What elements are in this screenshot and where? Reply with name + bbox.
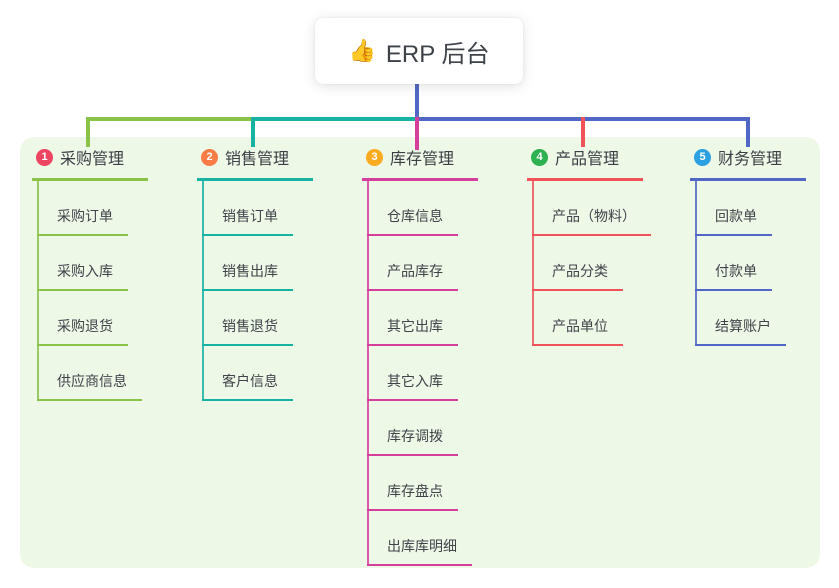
branch-finance-header[interactable]: 5 财务管理 xyxy=(690,145,806,181)
number-badge: 1 xyxy=(36,148,53,166)
leaf-node[interactable]: 销售订单 xyxy=(202,206,293,236)
root-node[interactable]: 👍 ERP 后台 xyxy=(315,18,523,84)
leaf-node[interactable]: 销售退货 xyxy=(202,316,293,346)
branch-label: 库存管理 xyxy=(390,151,455,168)
leaf-node[interactable]: 产品分类 xyxy=(532,261,623,291)
root-node-label: ERP 后台 xyxy=(385,40,490,68)
leaf-node[interactable]: 销售出库 xyxy=(202,261,293,291)
children-spine-line xyxy=(202,178,204,401)
leaf-node[interactable]: 库存盘点 xyxy=(367,481,458,511)
bus-segment-purchase xyxy=(86,117,255,121)
children-spine-line xyxy=(532,178,534,346)
children-spine-line xyxy=(37,178,39,401)
leaf-node[interactable]: 供应商信息 xyxy=(37,371,142,401)
leaf-node[interactable]: 出库库明细 xyxy=(367,536,472,566)
branch-purchase-header[interactable]: 1 采购管理 xyxy=(32,145,148,181)
leaf-node[interactable]: 产品（物料） xyxy=(532,206,651,236)
number-badge: 5 xyxy=(694,148,711,166)
thumbs-up-icon: 👍 xyxy=(348,38,376,63)
dropper-line-purchase xyxy=(86,117,90,147)
leaf-node[interactable]: 产品单位 xyxy=(532,316,623,346)
leaf-node[interactable]: 采购订单 xyxy=(37,206,128,236)
children-spine-line xyxy=(695,178,697,346)
leaf-node[interactable]: 回款单 xyxy=(695,206,772,236)
branch-inventory: 3 库存管理 仓库信息 产品库存 其它出库 其它入库 库存调拨 库存盘点 出库库… xyxy=(362,145,478,566)
leaf-node[interactable]: 采购退货 xyxy=(37,316,128,346)
leaf-node[interactable]: 客户信息 xyxy=(202,371,293,401)
leaf-node[interactable]: 产品库存 xyxy=(367,261,458,291)
branches-panel xyxy=(20,137,820,568)
number-badge: 2 xyxy=(201,148,218,166)
branch-finance: 5 财务管理 回款单 付款单 结算账户 xyxy=(690,145,806,346)
branch-label: 销售管理 xyxy=(225,151,290,168)
branch-product-children: 产品（物料） 产品分类 产品单位 xyxy=(527,178,651,346)
branch-sales-header[interactable]: 2 销售管理 xyxy=(197,145,313,181)
branch-product: 4 产品管理 产品（物料） 产品分类 产品单位 xyxy=(527,145,651,346)
branch-label: 财务管理 xyxy=(718,151,783,168)
dropper-line-sales xyxy=(251,117,255,147)
branch-label: 采购管理 xyxy=(60,151,125,168)
branch-finance-children: 回款单 付款单 结算账户 xyxy=(690,178,806,346)
dropper-line-finance xyxy=(746,117,750,147)
branch-sales-children: 销售订单 销售出库 销售退货 客户信息 xyxy=(197,178,313,401)
root-connector-line xyxy=(415,84,419,121)
number-badge: 3 xyxy=(366,148,383,166)
leaf-node[interactable]: 其它出库 xyxy=(367,316,458,346)
dropper-line-product xyxy=(581,117,585,147)
branch-purchase-children: 采购订单 采购入库 采购退货 供应商信息 xyxy=(32,178,148,401)
bus-segment-sales xyxy=(253,117,417,121)
branch-product-header[interactable]: 4 产品管理 xyxy=(527,145,643,181)
branch-sales: 2 销售管理 销售订单 销售出库 销售退货 客户信息 xyxy=(197,145,313,401)
branch-inventory-children: 仓库信息 产品库存 其它出库 其它入库 库存调拨 库存盘点 出库库明细 xyxy=(362,178,478,566)
leaf-node[interactable]: 库存调拨 xyxy=(367,426,458,456)
number-badge: 4 xyxy=(531,148,548,166)
leaf-node[interactable]: 其它入库 xyxy=(367,371,458,401)
leaf-node[interactable]: 付款单 xyxy=(695,261,772,291)
branch-inventory-header[interactable]: 3 库存管理 xyxy=(362,145,478,181)
children-spine-line xyxy=(367,178,369,566)
leaf-node[interactable]: 结算账户 xyxy=(695,316,786,346)
branch-label: 产品管理 xyxy=(555,151,620,168)
leaf-node[interactable]: 采购入库 xyxy=(37,261,128,291)
leaf-node[interactable]: 仓库信息 xyxy=(367,206,458,236)
branch-purchase: 1 采购管理 采购订单 采购入库 采购退货 供应商信息 xyxy=(32,145,148,401)
dropper-line-inventory xyxy=(415,117,419,150)
